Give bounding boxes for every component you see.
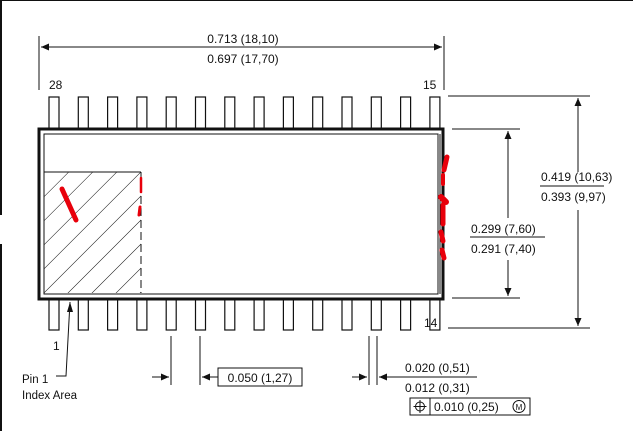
- tolerance-modifier-label: M: [516, 403, 523, 412]
- pin-lead-top: [312, 96, 324, 130]
- lead-width-min-label: 0.012 (0,31): [405, 381, 470, 395]
- pin-lead-bottom: [312, 298, 324, 331]
- pin-lead-bottom: [370, 298, 382, 331]
- pin-lead-bottom: [282, 298, 294, 331]
- length-min-label: 0.697 (17,70): [207, 52, 278, 66]
- lead-width-dimension: 0.020 (0,51) 0.012 (0,31): [352, 336, 477, 395]
- pin-lead-bottom: [341, 298, 353, 331]
- pin-lead-top: [224, 96, 236, 130]
- overall-width-dimension: 0.419 (10,63) 0.393 (9,97): [448, 95, 612, 329]
- lead-width-max-label: 0.020 (0,51): [405, 361, 470, 375]
- pin1-leader: Pin 1 Index Area: [22, 301, 78, 402]
- pin-lead-top: [77, 96, 89, 130]
- length-max-label: 0.713 (18,10): [207, 32, 278, 46]
- red-annotation-marks: [59, 154, 450, 261]
- position-tolerance-frame: 0.010 (0,25) M: [409, 397, 531, 416]
- pin1-note-line1: Pin 1: [22, 374, 48, 386]
- pin-lead-top: [341, 96, 353, 130]
- pin-lead-top: [282, 96, 294, 130]
- tolerance-value-label: 0.010 (0,25): [434, 400, 499, 414]
- pin-label-28: 28: [49, 78, 63, 92]
- pin-pitch-dimension: 0.050 (1,27): [152, 336, 303, 387]
- pin-lead-bottom: [106, 298, 119, 331]
- pin-lead-top: [165, 96, 177, 130]
- body-width-min-label: 0.291 (7,40): [471, 242, 536, 256]
- pin-label-15: 15: [423, 78, 437, 92]
- pin-lead-bottom: [253, 298, 265, 331]
- pin-lead-bottom: [136, 298, 148, 331]
- mmc-modifier-icon: [512, 400, 526, 413]
- overall-width-min-label: 0.393 (9,97): [541, 190, 606, 204]
- body-width-dimension: 0.299 (7,60) 0.291 (7,40): [452, 128, 545, 299]
- pin-lead-top: [48, 96, 60, 130]
- top-pin-row: [48, 96, 441, 130]
- pin-label-14: 14: [424, 316, 438, 330]
- pin-lead-bottom: [165, 298, 177, 331]
- pin-lead-bottom: [77, 298, 89, 331]
- pin-lead-top: [429, 96, 441, 130]
- body-width-max-label: 0.299 (7,60): [471, 222, 536, 236]
- overall-width-max-label: 0.419 (10,63): [541, 170, 612, 184]
- length-dimension: 0.713 (18,10) 0.697 (17,70): [38, 32, 445, 90]
- pin-label-1: 1: [53, 339, 60, 353]
- pin-lead-bottom: [224, 298, 236, 331]
- pin-pitch-label: 0.050 (1,27): [228, 371, 293, 385]
- pin-lead-bottom: [400, 298, 412, 331]
- pin-lead-top: [106, 96, 119, 130]
- pin-lead-bottom: [48, 298, 60, 331]
- position-tolerance-icon: [413, 400, 427, 413]
- pin-lead-top: [370, 96, 382, 130]
- pin-lead-bottom: [194, 298, 207, 331]
- pin-lead-top: [400, 96, 412, 130]
- pin1-note-line2: Index Area: [22, 390, 78, 402]
- pin-lead-top: [253, 96, 265, 130]
- pin-lead-top: [136, 96, 148, 130]
- pin1-index-area: [44, 171, 142, 293]
- bottom-pin-row: [48, 298, 441, 331]
- pin-lead-top: [194, 96, 207, 130]
